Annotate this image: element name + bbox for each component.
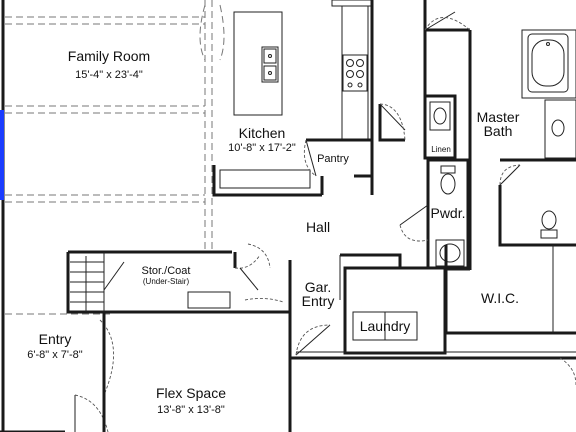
door-swing-icon-9 xyxy=(295,324,331,356)
master-bath: Master Bath xyxy=(468,29,576,270)
entry-dims: 6'-8" x 7'-8" xyxy=(27,349,83,361)
refrigerator xyxy=(331,0,373,7)
kitchen-island xyxy=(233,11,283,116)
kitchen: Kitchen 10'-8" x 17'-2" xyxy=(212,0,374,197)
lavatory-sink-icon-2 xyxy=(435,239,465,267)
laundry: Laundry xyxy=(343,266,447,355)
powder-door[interactable] xyxy=(399,204,429,226)
overhead-dashed-lines xyxy=(5,0,225,315)
laundry-name: Laundry xyxy=(360,318,411,334)
gar-entry-line2: Entry xyxy=(302,293,335,309)
hall-door[interactable] xyxy=(379,103,406,131)
flex-space-dims: 13'-8" x 13'-8" xyxy=(157,404,225,416)
lavatory-sink-icon-3 xyxy=(551,119,565,137)
hall-closet-wall xyxy=(378,104,405,142)
hall-name: Hall xyxy=(306,219,330,235)
kitchen-bottom-wall xyxy=(212,165,322,197)
door-swing-icon-6 xyxy=(234,254,261,269)
storage-coat: Stor./Coat (Under-Stair) xyxy=(66,243,290,314)
garage-edge xyxy=(290,351,576,386)
linen: Linen xyxy=(423,94,457,160)
linen-name: Linen xyxy=(431,145,451,154)
family-room-name: Family Room xyxy=(68,48,150,64)
bathtub-icon xyxy=(527,33,569,93)
vanity xyxy=(544,99,576,159)
kitchen-dims: 10'-8" x 17'-2" xyxy=(228,142,296,154)
family-room: Family Room 15'-4" x 23'-4" xyxy=(0,0,150,432)
center-walls xyxy=(378,0,471,142)
garage-entry: Gar. Entry xyxy=(288,253,402,432)
powder-room: Pwdr. xyxy=(399,158,470,270)
kitchen-sink-icon xyxy=(261,46,279,83)
gar-entry-line1: Gar. xyxy=(305,279,331,295)
tub-surround xyxy=(521,29,576,99)
toilet-icon-2 xyxy=(540,210,558,239)
laundry-walls xyxy=(343,266,447,355)
flex-space-name: Flex Space xyxy=(156,385,226,401)
door-swing-icon-7 xyxy=(247,243,271,269)
wic-walls xyxy=(444,245,576,335)
door-swing-icon-3 xyxy=(424,17,471,31)
powder-walls xyxy=(426,158,470,270)
lavatory-sink-icon xyxy=(429,101,451,131)
stair-left-wall xyxy=(66,252,104,314)
entry-name: Entry xyxy=(39,331,72,347)
coat-shelf xyxy=(187,291,231,309)
pantry-name: Pantry xyxy=(317,153,349,165)
master-bath-line2: Bath xyxy=(484,123,513,139)
flex-space: Flex Space 13'-8" x 13'-8" xyxy=(102,312,226,432)
powder-name: Pwdr. xyxy=(430,205,465,221)
stair-icon xyxy=(70,256,125,312)
kitchen-counter xyxy=(341,5,369,141)
family-room-dims: 15'-4" x 23'-4" xyxy=(75,69,143,81)
master-bath-line1: Master xyxy=(477,109,520,125)
pantry: Pantry xyxy=(303,138,372,195)
door-swing-icon-2 xyxy=(379,103,406,141)
stor-coat-sub: (Under-Stair) xyxy=(143,277,190,286)
door-swing-icon-8 xyxy=(244,297,284,303)
door-swing-icon xyxy=(303,139,317,177)
door-swing-icon-4 xyxy=(399,224,429,242)
walk-in-closet: W.I.C. xyxy=(444,245,576,335)
kitchen-lower-counter xyxy=(219,169,311,189)
entry: Entry 6'-8" x 7'-8" xyxy=(0,314,114,432)
pantry-door[interactable] xyxy=(305,139,317,177)
toilet-icon xyxy=(440,165,456,195)
gar-entry-top-wall xyxy=(340,253,402,268)
cooktop-icon xyxy=(342,54,368,92)
stor-door[interactable] xyxy=(239,267,259,291)
master-bath-door[interactable] xyxy=(424,11,456,31)
door-swing-icon-5 xyxy=(499,164,521,186)
wic-name: W.I.C. xyxy=(481,290,519,306)
door-swing-icon-11 xyxy=(99,319,114,396)
linen-closet xyxy=(423,94,457,160)
door-swing-icon-10 xyxy=(74,394,109,432)
water-closet-door[interactable] xyxy=(499,164,521,186)
garage-door[interactable] xyxy=(295,324,331,356)
water-closet-walls xyxy=(498,185,576,247)
door-swing-icon-12 xyxy=(559,357,576,386)
stor-coat-name: Stor./Coat xyxy=(142,265,191,277)
kitchen-name: Kitchen xyxy=(239,125,286,141)
hall: Hall xyxy=(306,219,330,235)
